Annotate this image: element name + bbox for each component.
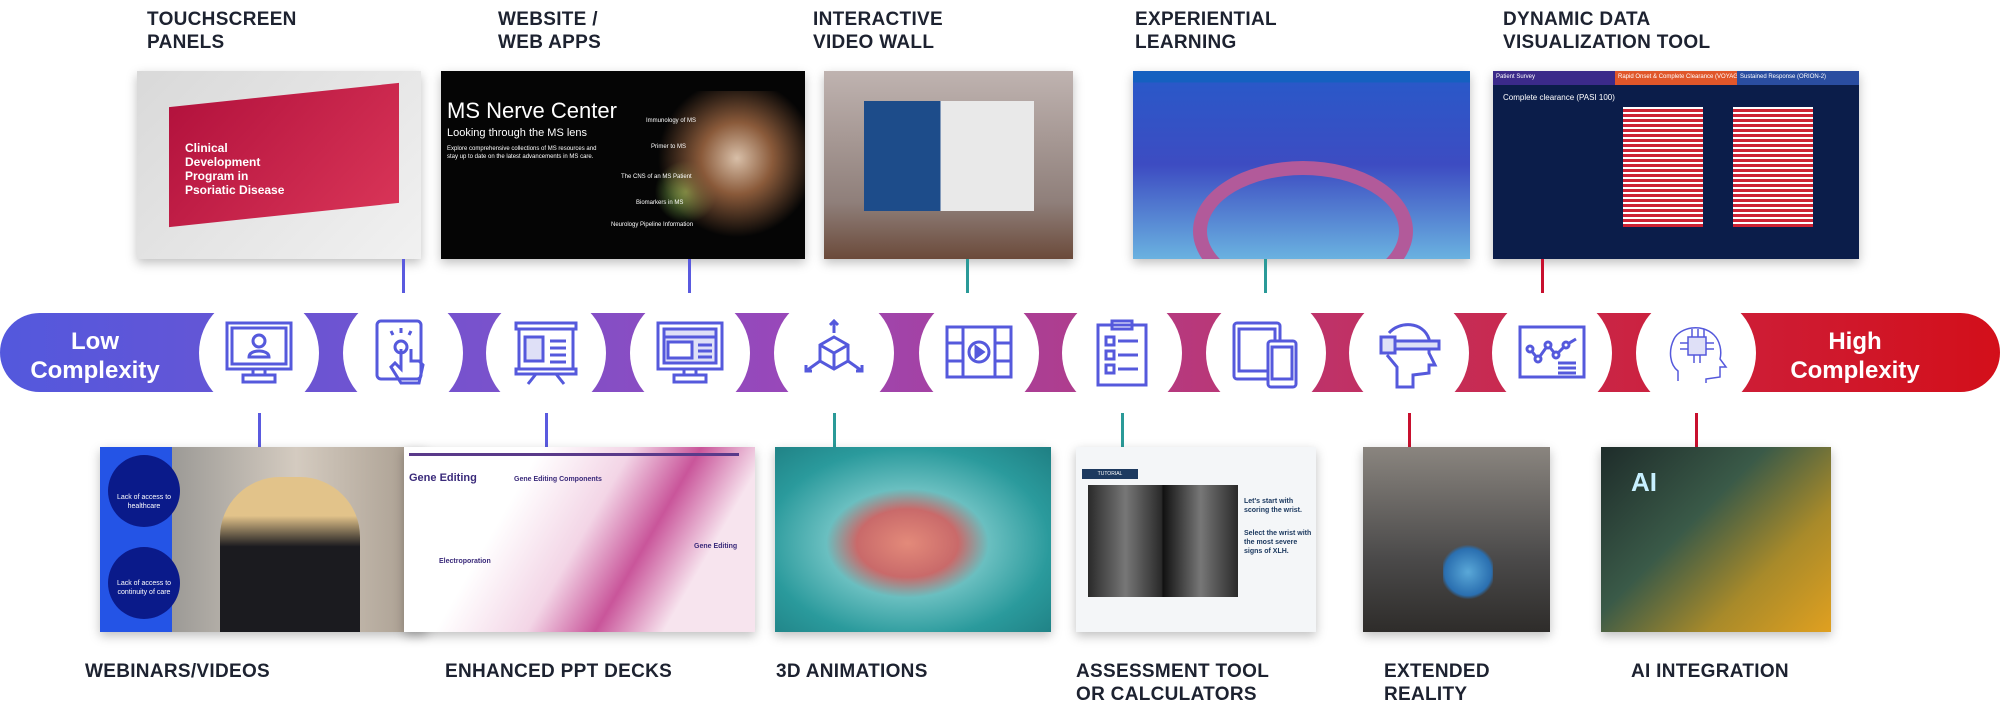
video-wall-image [824, 71, 1073, 259]
dataviz-image: Patient Survey Rapid Onset & Complete Cl… [1493, 71, 1859, 259]
label-extended-reality: EXTENDED REALITY [1384, 661, 1490, 705]
label-enhanced-ppt-decks: ENHANCED PPT DECKS [445, 661, 673, 682]
connector-line [545, 413, 548, 447]
video-grid-icon [919, 293, 1039, 413]
3d-animation-image [775, 447, 1051, 632]
dataviz-tab[interactable]: Sustained Response (ORION-2) [1737, 71, 1859, 85]
experiential-learning-image [1133, 71, 1470, 259]
connector-line [966, 259, 969, 293]
ppt-section: Gene Editing Components [514, 476, 602, 483]
touchscreen-title: Clinical Development Program in Psoriati… [185, 141, 285, 197]
vr-headset-icon [1349, 293, 1469, 413]
dataviz-title: Complete clearance (PASI 100) [1503, 93, 1615, 102]
connector-line [833, 413, 836, 447]
website-body: Explore comprehensive collections of MS … [447, 146, 597, 160]
connector-line [1695, 413, 1698, 447]
ai-text: AI [1631, 467, 1657, 497]
website-link[interactable]: Immunology of MS [646, 118, 697, 124]
ppt-section: Electroporation [439, 558, 491, 565]
label-3d-animations: 3D ANIMATIONS [776, 661, 928, 682]
website-title: MS Nerve Center [447, 98, 617, 123]
ppt-deck-image: Gene Editing Gene Editing Components Ele… [404, 447, 755, 632]
touchscreen-panel-image: Clinical Development Program in Psoriati… [137, 71, 421, 259]
website-link[interactable]: The CNS of an MS Patient [621, 174, 692, 180]
connector-line [1408, 413, 1411, 447]
label-assessment-tool: ASSESSMENT TOOL OR CALCULATORS [1076, 661, 1270, 705]
monitor-user-icon [199, 293, 319, 413]
low-complexity-label: Low Complexity [30, 328, 160, 384]
dataviz-tab[interactable]: Patient Survey [1493, 71, 1615, 85]
ppt-title: Gene Editing [409, 472, 477, 484]
label-website-web-apps: WEBSITE / WEB APPS [498, 9, 602, 53]
connector-line [1541, 259, 1544, 293]
label-interactive-video-wall: INTERACTIVE VIDEO WALL [813, 9, 943, 53]
website-image: MS Nerve Center Looking through the MS l… [441, 71, 805, 259]
webinar-item: Lack of access to continuity of care [116, 580, 172, 596]
ai-integration-image: AI [1601, 447, 1831, 632]
high-complexity-label: High Complexity [1790, 328, 1920, 384]
connector-line [258, 413, 261, 447]
assessment-tab[interactable]: TUTORIAL [1082, 469, 1138, 479]
touch-tablet-icon [343, 293, 463, 413]
web-monitor-icon [630, 293, 750, 413]
webinar-image: Lack of access to healthcare Lack of acc… [100, 447, 427, 632]
assessment-prompt: Let's start with scoring the wrist. [1244, 498, 1302, 514]
label-experiential-learning: EXPERIENTIAL LEARNING [1135, 9, 1277, 53]
extended-reality-image [1363, 447, 1550, 632]
clipboard-checklist-icon [1062, 293, 1182, 413]
webinar-item: Lack of access to healthcare [116, 494, 172, 510]
connector-line [402, 259, 405, 293]
assessment-prompt: Select the wrist with the most severe si… [1244, 530, 1312, 555]
website-subtitle: Looking through the MS lens [447, 127, 588, 139]
connector-line [1264, 259, 1267, 293]
label-ai-integration: AI INTEGRATION [1631, 661, 1789, 682]
label-touchscreen-panels: TOUCHSCREEN PANELS [147, 9, 297, 53]
connector-line [1121, 413, 1124, 447]
assessment-tool-image: TUTORIAL Let's start with scoring the wr… [1076, 447, 1316, 632]
ai-brain-head-icon [1636, 293, 1756, 413]
website-link[interactable]: Neurology Pipeline Information [611, 222, 694, 228]
presentation-board-icon [486, 293, 606, 413]
website-link[interactable]: Primer to MS [651, 144, 687, 150]
connector-line [688, 259, 691, 293]
tablet-phone-icon [1206, 293, 1326, 413]
line-chart-icon [1492, 293, 1612, 413]
label-dynamic-data-visualization: DYNAMIC DATA VISUALIZATION TOOL [1503, 9, 1711, 53]
website-link[interactable]: Biomarkers in MS [636, 200, 684, 206]
dataviz-tab[interactable]: Rapid Onset & Complete Clearance (VOYAGE… [1615, 71, 1737, 85]
ppt-section: Gene Editing [694, 543, 738, 550]
label-webinars-videos: WEBINARS/VIDEOS [85, 661, 271, 682]
3d-cube-icon [774, 293, 894, 413]
